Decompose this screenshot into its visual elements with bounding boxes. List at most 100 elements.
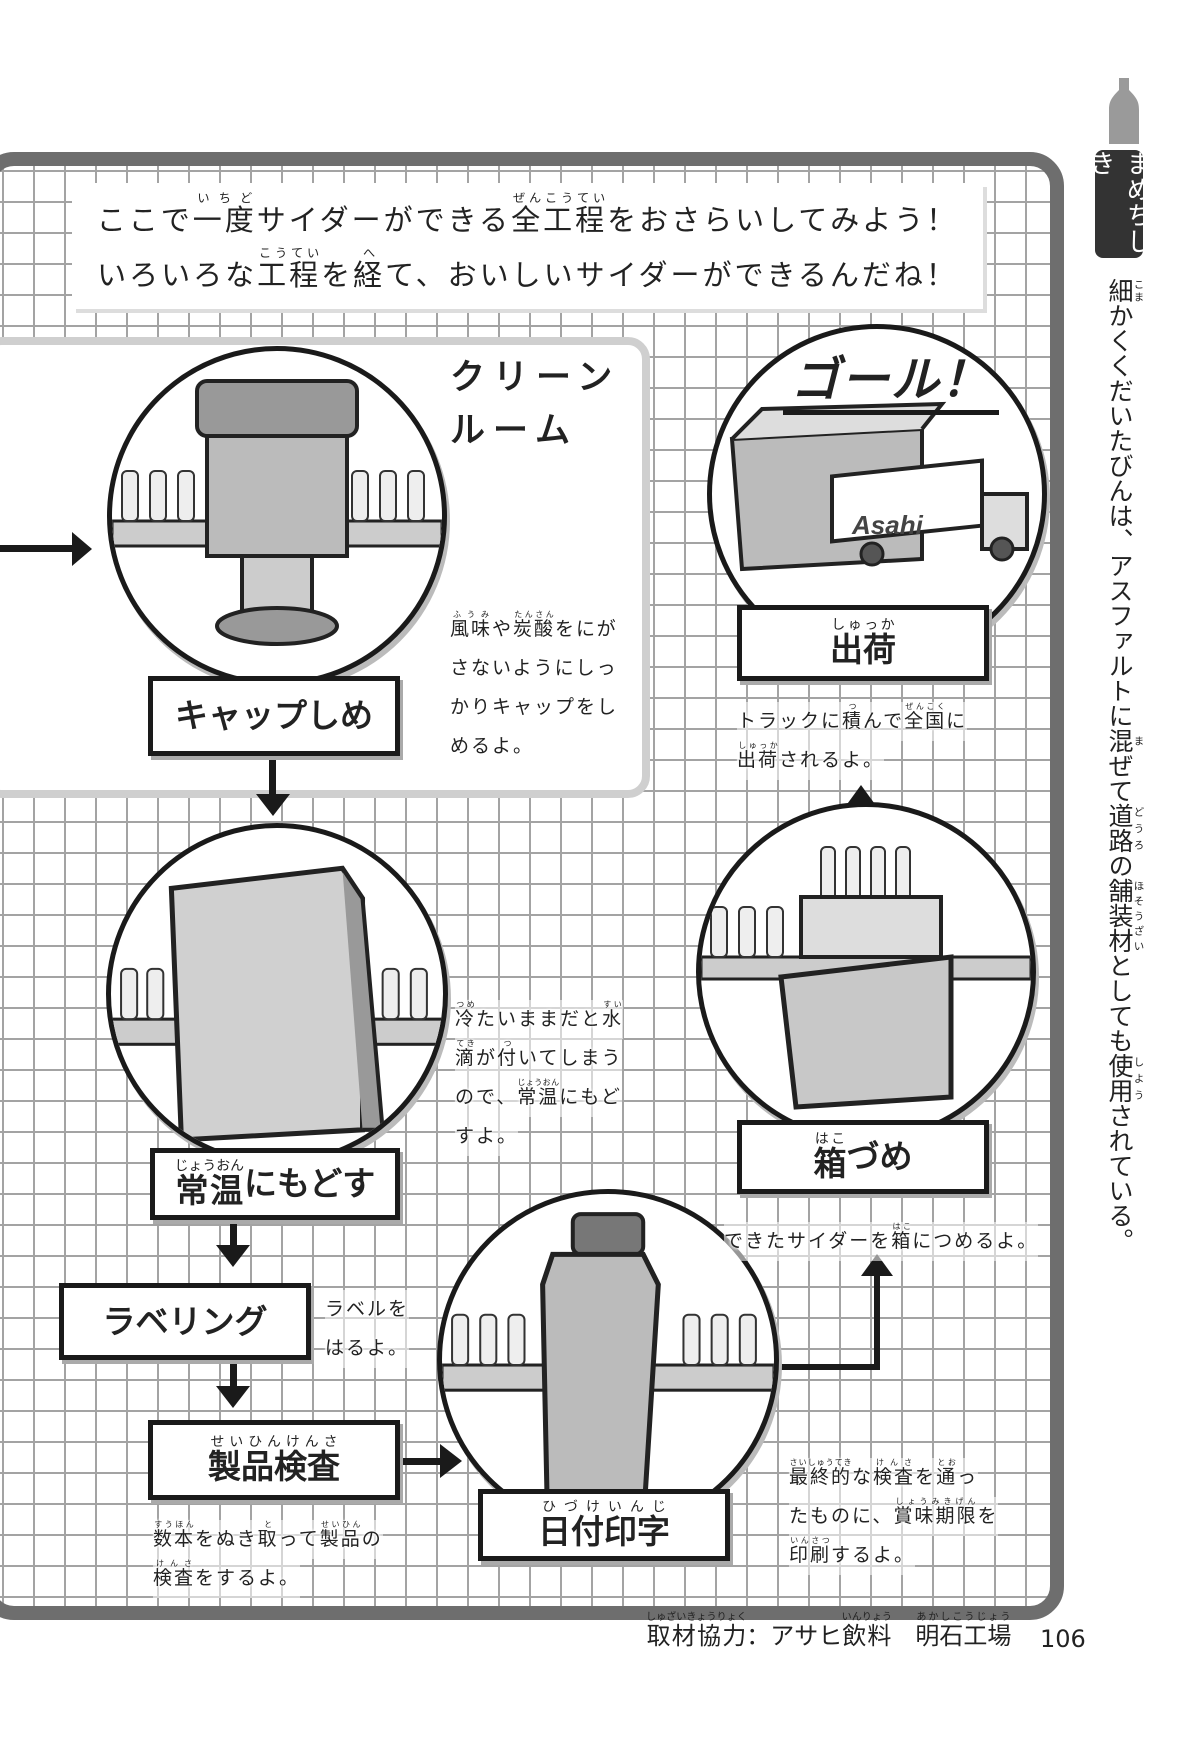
text-segment [891,1622,915,1650]
text-segment: をにが [555,618,618,640]
caption-line: かりキャップをし [450,688,619,727]
caption-line: すよ。 [455,1117,519,1156]
text-segment: な [852,1466,874,1488]
caption-line: 数本すうほんをぬき取とって製品せいひんの [153,1520,383,1559]
step-label-cap: キャップしめ [148,676,400,756]
step-label-ship: 出荷しゅっか [737,605,989,681]
furigana: こうてい [257,246,322,260]
warming-illustration [106,823,448,1165]
caption-box: できたサイダーを箱はこにつめるよ。 [724,1222,1039,1261]
text-segment: としても [1105,953,1134,1053]
ruby-word: 明石工場あかしこうじょう [915,1612,1012,1650]
arrow-inspect-right [400,1458,442,1465]
arrow-joon-down-head [216,1245,250,1267]
intro-line-1: ここで一度いちどサイダーができる全工程ぜんこうていをおさらいしてみよう！ [97,191,958,246]
caption-inspect: 数本すうほんをぬき取とって製品せいひんの検査けんさをするよ。 [153,1520,383,1598]
furigana: つ [497,1039,519,1048]
ruby-word: 一度いちど [192,191,257,238]
furigana: ぜんこく [904,702,947,711]
text-segment: の [1105,853,1134,878]
text-segment: や [492,618,514,640]
furigana: いんさつ [789,1536,832,1545]
furigana: さいしゅうてき [789,1458,853,1467]
text-segment: サイダーができる [256,203,512,238]
arrow-joon-down [230,1222,237,1247]
text-segment: づめ [846,1137,913,1177]
caption-joon: 冷つめたいままだと水すい滴てきが付ついてしまうので、常温じょうおんにもどすよ。 [455,1000,624,1156]
text-segment: ぜて [1105,753,1134,803]
furigana: しゅっか [830,616,896,633]
ruby-word: 最終的さいしゅうてき [789,1458,853,1488]
text-segment: トラックに [737,710,843,732]
text-segment: すよ。 [455,1125,519,1147]
intro-line-2: いろいろな工程こうていを経へて、おいしいサイダーができるんだね！ [97,246,958,301]
ruby-word: 日付印字ひづけいんじ [538,1498,670,1551]
caption-line: はるよ。 [325,1329,410,1368]
text-segment: んで [863,710,905,732]
furigana: しゅざいきょうりょく [646,1612,747,1623]
furigana: じょうおん [517,1078,560,1087]
arrow-inspect-right-head [440,1444,462,1478]
caption-line: 最終的さいしゅうてきな検査けんさを通とおっ [789,1458,979,1497]
caption-line: できたサイダーを箱はこにつめるよ。 [724,1222,1039,1261]
text-segment: を [915,1466,937,1488]
ruby-word: 数本すうほん [153,1520,196,1550]
ruby-word: 飲料いんりょう [841,1612,893,1650]
text-segment: できたサイダーを [724,1230,892,1252]
ruby-word: 付つ [497,1039,519,1069]
text-segment: を [321,258,354,292]
furigana: ま [1132,728,1145,753]
text-segment: を [977,1505,999,1527]
ruby-word: 箱はこ [891,1222,913,1252]
caption-line: トラックに積つんで全国ぜんこくに [737,702,968,741]
furigana: つめ [455,1000,477,1009]
sidebar-trivia-text: 細こまかくくだいたびんは、アスファルトに混まぜて道路どうろの舗装材ほそうざいとし… [1096,278,1145,1298]
ruby-word: 全工程ぜんこうてい [511,191,608,238]
furigana: ぜんこうてい [511,191,608,206]
text-segment: をおさらいしてみよう！ [607,203,959,238]
caption-line: 印刷いんさつするよ。 [789,1536,916,1575]
text-segment: をぬき [195,1528,258,1550]
furigana: ほそうざい [1132,878,1145,953]
caption-line: ラベルを [325,1290,410,1329]
text-segment: めるよ。 [450,735,535,757]
ruby-word: 炭酸たんさん [513,610,556,640]
clean-room-title-line2: ルーム [450,410,578,451]
text-segment: ラベルを [325,1298,410,1320]
text-segment: いろいろな [97,258,258,292]
furigana: こま [1132,278,1145,303]
ruby-word: 印刷いんさつ [789,1536,832,1566]
intro-box: ここで一度いちどサイダーができる全工程ぜんこうていをおさらいしてみよう！ いろい… [72,183,983,309]
text-segment: の [361,1528,383,1550]
furigana: せいひんけんさ [208,1433,340,1450]
arrow-cap-down-head [256,794,290,816]
caption-line: 風味ふうみや炭酸たんさんをにが [450,610,618,649]
bottle-icon [1109,78,1139,144]
ruby-word: 細こま [1105,278,1145,303]
furigana: しゅっか [737,741,780,750]
furigana: せいひん [319,1520,362,1529]
arrow-cap-down [269,756,276,796]
text-segment: かくくだいたびんは、アスファルトに [1105,303,1134,728]
ruby-word: 使用しよう [1105,1053,1145,1103]
boxing-illustration [696,802,1036,1142]
furigana: いちど [192,191,257,206]
text-segment: ので、 [455,1086,518,1108]
caption-date: 最終的さいしゅうてきな検査けんさを通とおったものに、賞味期限しょうみきげんを印刷… [789,1458,999,1575]
furigana: ひづけいんじ [538,1498,670,1515]
text-segment: たいままだと [476,1008,603,1030]
caption-ship: トラックに積つんで全国ぜんこくに出荷しゅっかされるよ。 [737,702,968,780]
furigana: けんさ [153,1559,196,1568]
clean-room-title: クリーン ルーム [450,352,620,457]
text-segment: するよ。 [831,1544,916,1566]
ruby-word: 全国ぜんこく [904,702,947,732]
date-printing-illustration [437,1189,779,1531]
caption-line: さないようにしっ [450,649,618,688]
furigana: はこ [891,1222,913,1231]
text-segment: て、おいしいサイダーができるんだね！ [385,258,958,292]
text-segment: されるよ。 [779,749,885,771]
caption-line: めるよ。 [450,727,535,766]
caption-line: 出荷しゅっかされるよ。 [737,741,885,780]
ruby-word: 冷つめ [455,1000,477,1030]
ruby-word: 通とお [936,1458,958,1488]
